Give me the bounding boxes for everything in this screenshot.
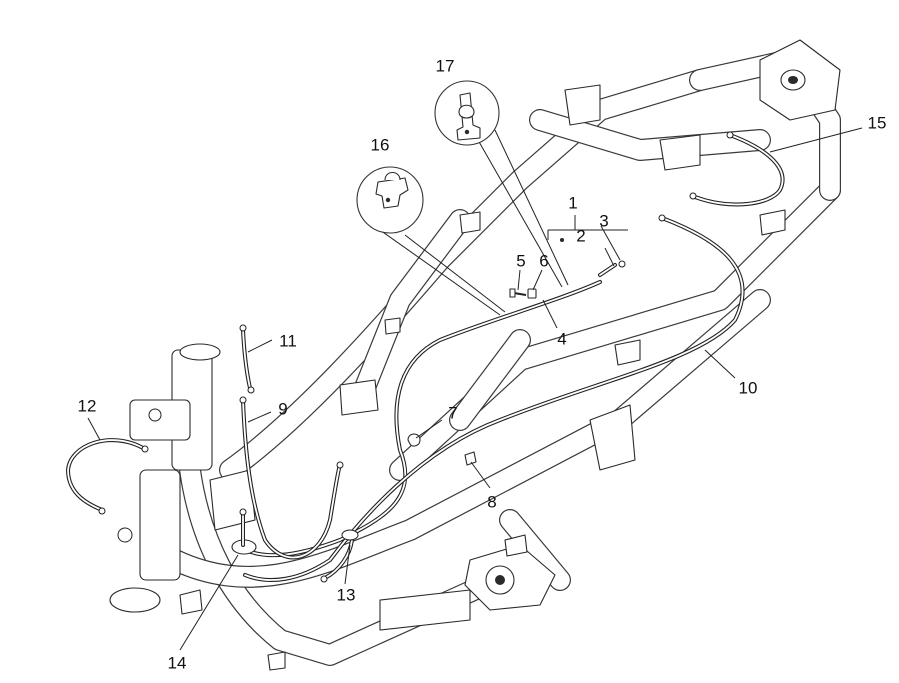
callout-1: 1 bbox=[568, 193, 577, 212]
clip-8 bbox=[464, 451, 477, 466]
cable-14 bbox=[231, 508, 257, 555]
scooter-frame bbox=[109, 39, 841, 671]
callout-3: 3 bbox=[599, 211, 608, 230]
steering-head bbox=[109, 343, 221, 613]
rear-mount-bracket bbox=[759, 39, 841, 121]
callout-12: 12 bbox=[78, 396, 97, 415]
cable-15 bbox=[689, 131, 785, 207]
callout-8: 8 bbox=[487, 492, 496, 511]
detail-view-16 bbox=[356, 166, 506, 316]
callout-4: 4 bbox=[557, 329, 566, 348]
callout-14: 14 bbox=[168, 653, 187, 672]
callout-10: 10 bbox=[739, 378, 758, 397]
cables bbox=[66, 131, 785, 583]
callout-17: 17 bbox=[436, 56, 455, 75]
callout-13: 13 bbox=[337, 585, 356, 604]
callout-9: 9 bbox=[278, 399, 287, 418]
cable-2 bbox=[598, 260, 626, 277]
engine-mount bbox=[379, 544, 556, 631]
detail-view-17 bbox=[434, 80, 569, 288]
callout-2: 2 bbox=[576, 226, 585, 245]
cable-13 bbox=[320, 529, 359, 583]
callout-16: 16 bbox=[371, 135, 390, 154]
cable-11 bbox=[239, 324, 255, 394]
screw-5 bbox=[509, 288, 527, 298]
callout-6: 6 bbox=[539, 251, 548, 270]
callout-11: 11 bbox=[279, 331, 297, 350]
frame-brackets bbox=[179, 84, 786, 671]
callout-5: 5 bbox=[516, 251, 525, 270]
callout-labels: 1 2 3 4 5 6 7 8 9 10 11 12 13 14 15 16 1… bbox=[78, 56, 887, 672]
cable-10 bbox=[243, 214, 745, 582]
leader-lines bbox=[87, 127, 863, 651]
clip-7 bbox=[407, 433, 421, 447]
nut-6 bbox=[527, 288, 537, 299]
cable-9 bbox=[239, 396, 344, 560]
callout-7: 7 bbox=[448, 403, 457, 422]
callout-15: 15 bbox=[868, 113, 887, 132]
cable-12 bbox=[66, 438, 149, 515]
